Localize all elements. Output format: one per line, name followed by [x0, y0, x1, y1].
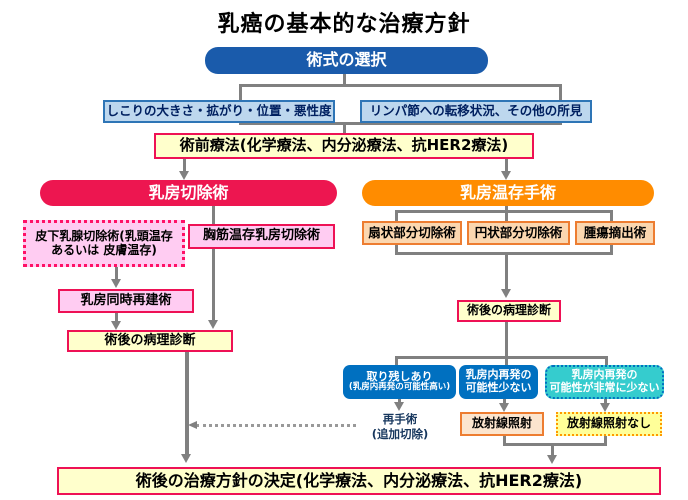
node-pectoral-sparing-mastectomy: 胸筋温存乳房切除術 — [188, 224, 335, 249]
arrowhead-down — [111, 321, 121, 330]
node-mastectomy: 乳房切除術 — [40, 180, 337, 206]
arrowhead-down — [600, 403, 610, 412]
node-sector-resection: 扇状部分切除術 — [362, 221, 462, 245]
node-circular-resection: 円状部分切除術 — [467, 221, 570, 245]
node-reoperation: 再手術 (追加切除) — [355, 412, 445, 442]
node-recurrence-possible: 乳房内再発の 可能性少ない — [459, 365, 538, 399]
node-label: 胸筋温存乳房切除術 — [202, 228, 320, 244]
node-residual-tumor: 取り残しあり (乳房内再発の可能性高い) — [343, 365, 456, 399]
connector-line — [605, 356, 608, 366]
node-label-line2: (追加切除) — [371, 426, 429, 441]
connector-line — [212, 249, 215, 321]
node-label: 術前療法(化学療法、内分泌療法、抗HER2療法) — [179, 136, 509, 155]
connector-line — [505, 356, 508, 366]
connector-line — [503, 436, 506, 446]
connector-line — [115, 313, 118, 322]
connector-line — [505, 205, 508, 212]
node-label-line1: 乳房内再発の — [571, 368, 638, 382]
node-breast-conserving: 乳房温存手術 — [362, 180, 654, 206]
node-lymph-condition: リンパ節への転移状況、その他の所見 — [360, 100, 592, 123]
page-title: 乳癌の基本的な治療方針 — [217, 12, 471, 37]
connector-line — [185, 352, 189, 455]
node-label-line1: 乳房内再発の — [465, 368, 532, 382]
connector-line — [239, 84, 562, 87]
node-no-radiation: 放射線照射なし — [556, 412, 662, 436]
node-postop-decision: 術後の治療方針の決定(化学療法、内分泌療法、抗HER2療法) — [57, 467, 661, 495]
node-pathology-right: 術後の病理診断 — [457, 300, 561, 322]
connector-line — [551, 443, 554, 456]
node-procedure-selection: 術式の選択 — [205, 47, 488, 74]
node-label: 腫瘍摘出術 — [583, 224, 647, 240]
connector-line — [505, 322, 508, 359]
node-label: 放射線照射なし — [566, 416, 651, 431]
connector-line — [395, 356, 608, 359]
node-label: 乳房切除術 — [148, 182, 229, 202]
node-pathology-left: 術後の病理診断 — [67, 330, 233, 352]
connector-line — [183, 158, 186, 172]
node-label: しこりの大きさ・拡がり・位置・悪性度 — [106, 103, 332, 119]
connector-line — [503, 443, 607, 446]
connector-line — [398, 399, 401, 404]
arrowhead-left — [188, 421, 197, 429]
node-label-line1: 皮下乳腺切除術(乳頭温存 — [35, 228, 173, 243]
node-label: 円状部分切除術 — [474, 224, 563, 240]
connector-line — [343, 122, 346, 134]
connector-line — [395, 210, 613, 213]
connector-line — [505, 252, 508, 290]
node-recurrence-rare: 乳房内再発の 可能性が非常に少ない — [545, 365, 664, 399]
connector-line — [395, 356, 398, 366]
node-radiation: 放射線照射 — [460, 412, 544, 436]
node-label-line1: 取り残しあり — [366, 369, 433, 383]
arrowhead-down — [501, 289, 511, 298]
node-label: 扇状部分切除術 — [368, 224, 456, 240]
node-tumor-condition: しこりの大きさ・拡がり・位置・悪性度 — [103, 100, 335, 123]
node-subcutaneous-mastectomy: 皮下乳腺切除術(乳頭温存 あるいは 皮膚温存) — [23, 220, 185, 267]
arrowhead-down — [181, 454, 191, 463]
node-label-line2: 可能性が非常に少ない — [549, 381, 660, 394]
arrowhead-down — [394, 402, 404, 411]
node-label-line2: (乳房内再発の可能性高い) — [348, 382, 451, 393]
node-label: リンパ節への転移状況、その他の所見 — [369, 103, 583, 119]
node-label: 術後の治療方針の決定(化学療法、内分泌療法、抗HER2療法) — [135, 470, 583, 490]
arrowhead-down — [208, 320, 218, 329]
node-label-line2: 可能性少ない — [465, 381, 532, 394]
connector-line — [115, 266, 118, 280]
connector-line — [604, 398, 607, 405]
connector-line — [604, 436, 607, 446]
node-label: 術式の選択 — [306, 50, 387, 70]
node-label-line1: 再手術 — [382, 412, 418, 426]
arrowhead-down — [501, 171, 511, 180]
node-preop-therapy: 術前療法(化学療法、内分泌療法、抗HER2療法) — [154, 133, 534, 159]
connector-line — [239, 122, 562, 125]
connector-line — [610, 244, 613, 255]
connector-line — [343, 73, 346, 85]
node-label: 術後の病理診断 — [104, 332, 196, 348]
node-label: 放射線照射 — [471, 416, 532, 431]
connector-line — [505, 158, 508, 172]
node-immediate-reconstruction: 乳房同時再建術 — [58, 289, 194, 313]
dotted-connector-line — [196, 424, 356, 427]
node-label: 乳房同時再建術 — [80, 292, 172, 308]
node-lumpectomy: 腫瘍摘出術 — [575, 221, 655, 245]
node-label-line2: あるいは 皮膚温存) — [51, 242, 157, 257]
connector-line — [395, 252, 613, 255]
arrowhead-down — [499, 403, 509, 412]
node-label: 術後の病理診断 — [466, 303, 551, 318]
arrowhead-down — [179, 171, 189, 180]
arrowhead-down — [547, 455, 557, 464]
connector-line — [395, 244, 398, 255]
node-label: 乳房温存手術 — [459, 182, 556, 202]
arrowhead-down — [111, 279, 121, 288]
connector-line — [503, 398, 506, 405]
connector-line — [212, 205, 215, 225]
